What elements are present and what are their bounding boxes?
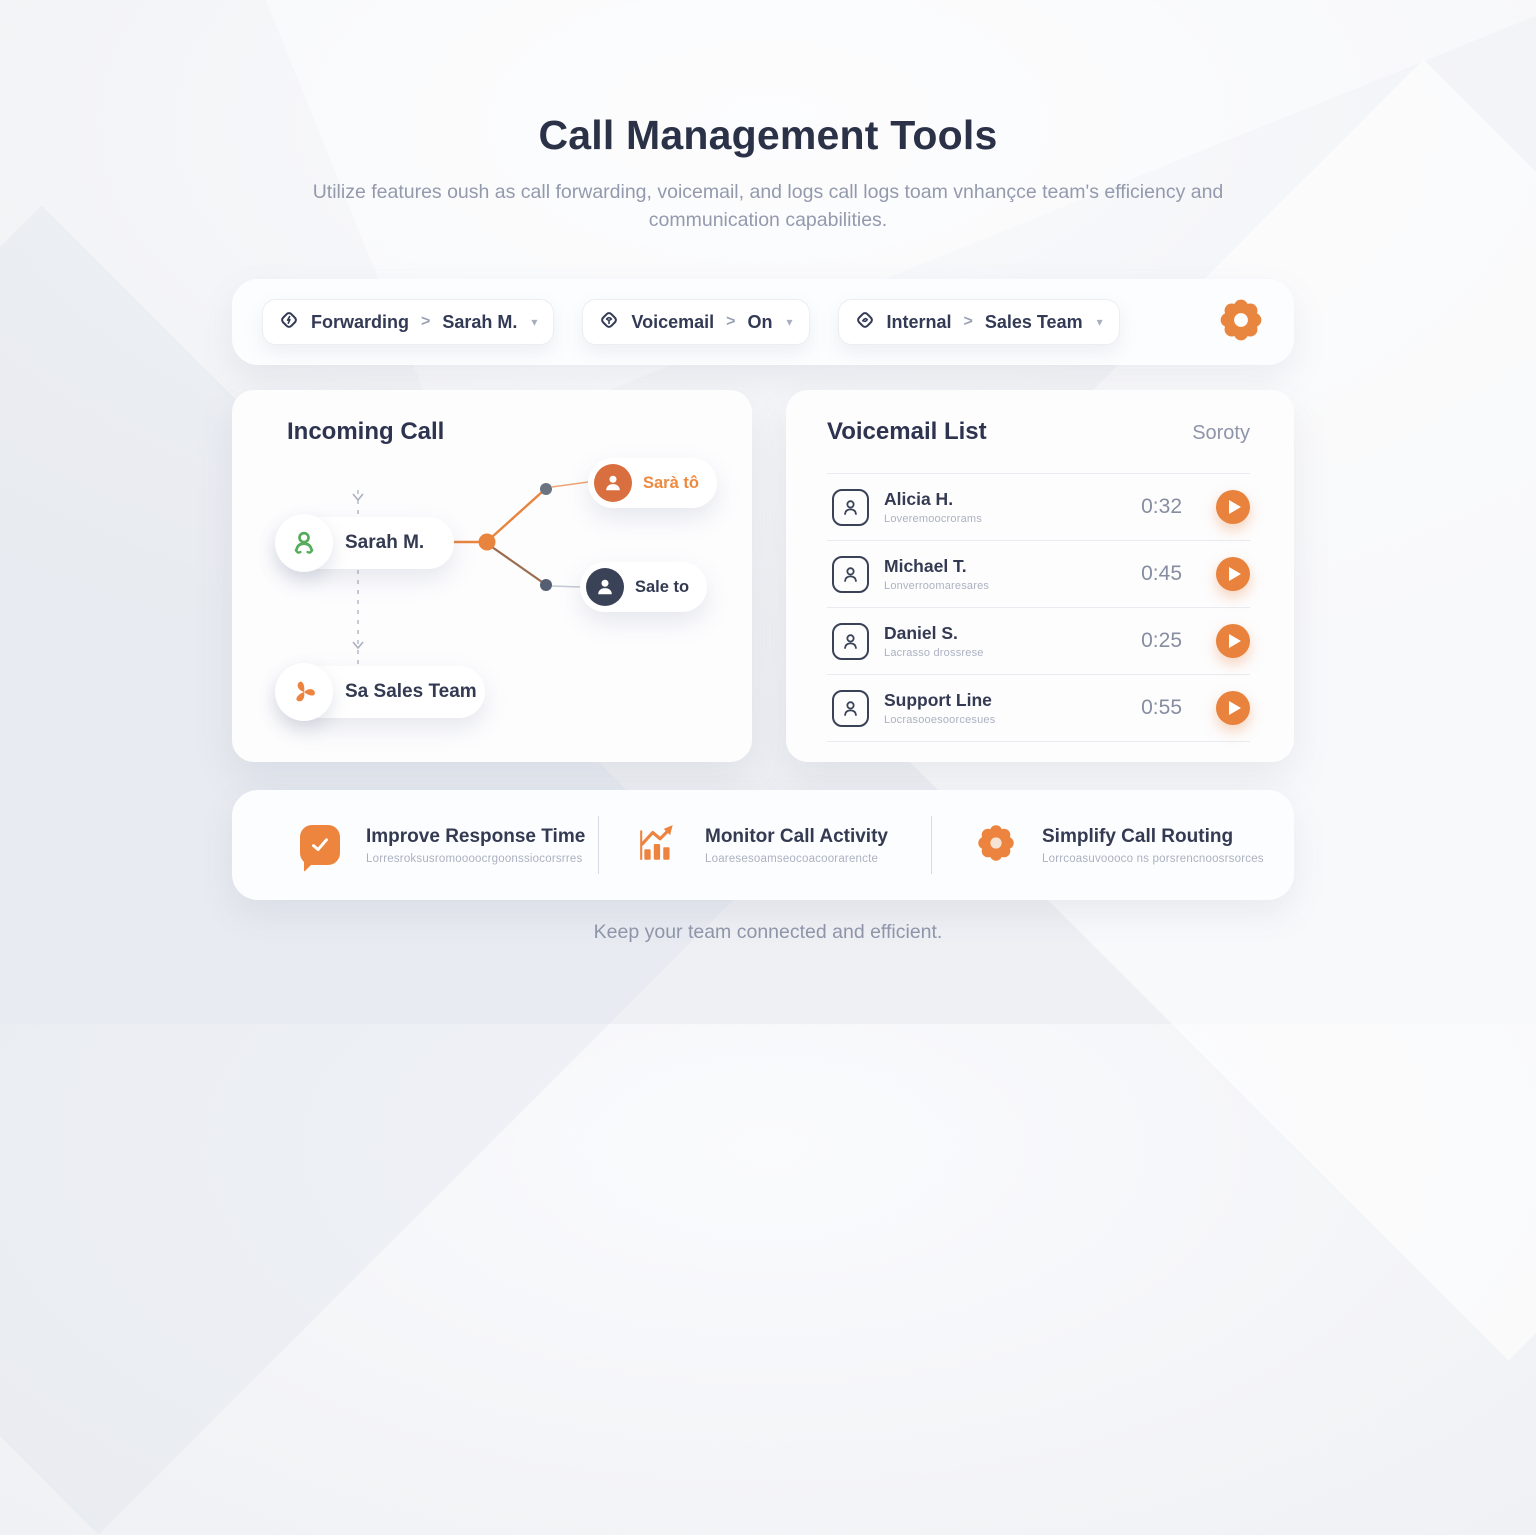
internal-label: Internal xyxy=(886,311,952,332)
breadcrumb-separator: > xyxy=(726,313,736,330)
voicemail-meta: Daniel S. Lacrasso drossrese xyxy=(884,623,1141,659)
divider xyxy=(931,816,932,874)
avatar-person-icon xyxy=(832,622,869,660)
footer-tagline: Keep your team connected and efficient. xyxy=(593,921,943,943)
feature-text: Improve Response Time Lorresroksusromooo… xyxy=(366,826,585,865)
voicemail-duration: 0:45 xyxy=(1141,562,1182,585)
caller-name: Alicia H. xyxy=(884,489,954,509)
page-title: Call Management Tools xyxy=(538,112,998,158)
voicemail-dropdown[interactable]: Voicemail > On ▾ xyxy=(582,299,810,345)
bar-chart-icon xyxy=(637,822,679,869)
internal-value: Sales Team xyxy=(984,311,1083,332)
voicemail-meta: Alicia H. Loveremoocrorams xyxy=(884,489,1141,525)
internal-dropdown[interactable]: Internal > Sales Team ▾ xyxy=(837,299,1120,345)
voicemail-row[interactable]: Daniel S. Lacrasso drossrese 0:25 xyxy=(827,608,1250,675)
incoming-call-card: Incoming Call Sarah M. xyxy=(232,390,752,762)
incoming-call-title: Incoming Call xyxy=(287,418,445,445)
flow-node-caller[interactable]: Sarah M. xyxy=(275,514,454,572)
play-button[interactable] xyxy=(1216,490,1250,524)
voicemail-card: Voicemail List Soroty Alicia H. Loveremo… xyxy=(786,390,1294,762)
flow-node-branch-top[interactable]: Sarà tô xyxy=(588,458,717,508)
chevron-down-icon: ▾ xyxy=(531,315,538,329)
caller-name: Michael T. xyxy=(884,556,967,576)
chevron-down-icon: ▾ xyxy=(786,315,793,329)
voicemail-duration: 0:32 xyxy=(1141,495,1182,518)
voicemail-value: On xyxy=(747,311,773,332)
flow-node-sales-team[interactable]: Sa Sales Team xyxy=(275,663,485,721)
feature-title: Simplify Call Routing xyxy=(1042,825,1234,847)
forwarding-value: Sarah M. xyxy=(442,311,518,332)
settings-button[interactable] xyxy=(1218,299,1264,345)
pinwheel-icon xyxy=(275,663,333,721)
feature-subtitle: Lorresroksusromoooocrgoonssiocorsrres xyxy=(366,852,583,865)
voicemail-icon xyxy=(597,308,621,337)
voicemail-snippet: Loveremoocrorams xyxy=(884,513,982,525)
forwarding-dropdown[interactable]: Forwarding > Sarah M. ▾ xyxy=(262,299,555,345)
voicemail-duration: 0:25 xyxy=(1141,629,1182,652)
voicemail-snippet: Locrasooesoorcesues xyxy=(884,714,996,726)
voicemail-row[interactable]: Michael T. Lonverroomaresares 0:45 xyxy=(827,541,1250,608)
flow-connectors xyxy=(352,481,589,666)
voicemail-label: Voicemail xyxy=(631,311,715,332)
voicemail-list: Alicia H. Loveremoocrorams 0:32 Michael … xyxy=(827,473,1250,742)
internal-call-icon xyxy=(853,308,877,337)
flow-node-label: Sale to xyxy=(635,577,690,596)
flow-node-branch-bottom[interactable]: Sale to xyxy=(580,562,708,612)
feature-subtitle: Loaresesoamseocoacoorarencte xyxy=(705,852,879,865)
toolbar: Forwarding > Sarah M. ▾ Voicemail > On ▾ xyxy=(232,279,1294,365)
forwarding-label: Forwarding xyxy=(311,311,409,332)
voicemail-row[interactable]: Support Line Locrasooesoorcesues 0:55 xyxy=(827,675,1250,742)
feature-improve-response: Improve Response Time Lorresroksusromooo… xyxy=(232,825,598,872)
feature-title: Monitor Call Activity xyxy=(705,825,888,847)
feature-text: Simplify Call Routing Lorrcoasuvoooco ns… xyxy=(1042,826,1264,865)
voicemail-meta: Michael T. Lonverroomaresares xyxy=(884,556,1141,592)
breadcrumb-separator: > xyxy=(421,313,431,330)
caller-name: Support Line xyxy=(884,690,992,710)
avatar-person-icon xyxy=(832,689,869,727)
voicemail-row[interactable]: Alicia H. Loveremoocrorams 0:32 xyxy=(827,474,1250,541)
divider xyxy=(598,816,599,874)
play-button[interactable] xyxy=(1216,691,1250,725)
call-forward-icon xyxy=(277,308,301,337)
caller-icon xyxy=(275,514,333,572)
person-icon xyxy=(594,464,632,502)
chat-check-icon xyxy=(300,825,340,872)
avatar-person-icon xyxy=(832,488,869,526)
voicemail-snippet: Lonverroomaresares xyxy=(884,580,990,592)
avatar-person-icon xyxy=(832,555,869,593)
sort-by-control[interactable]: Soroty xyxy=(1192,422,1250,444)
play-button[interactable] xyxy=(1216,557,1250,591)
voicemail-snippet: Lacrasso drossrese xyxy=(884,647,984,659)
voicemail-title: Voicemail List xyxy=(827,418,987,445)
person-icon xyxy=(586,568,624,606)
flow-node-label: Sarà tô xyxy=(643,473,699,492)
feature-monitor-activity: Monitor Call Activity Loaresesoamseocoac… xyxy=(599,822,931,869)
flow-node-label: Sarah M. xyxy=(345,532,425,553)
feature-text: Monitor Call Activity Loaresesoamseocoac… xyxy=(705,826,888,865)
feature-bar: Improve Response Time Lorresroksusromooo… xyxy=(232,790,1294,900)
chevron-down-icon: ▾ xyxy=(1096,315,1103,329)
call-management-page: Call Management Tools Utilize features o… xyxy=(0,112,1294,1535)
page-subtitle: Utilize features oush as call forwarding… xyxy=(312,181,1224,232)
gear-icon xyxy=(1218,297,1264,348)
voicemail-meta: Support Line Locrasooesoorcesues xyxy=(884,690,1141,726)
flow-node-label: Sa Sales Team xyxy=(345,681,477,702)
voicemail-duration: 0:55 xyxy=(1141,696,1182,719)
feature-subtitle: Lorrcoasuvoooco ns porsrencnoosrsorces xyxy=(1042,852,1264,865)
play-button[interactable] xyxy=(1216,624,1250,658)
feature-simplify-routing: Simplify Call Routing Lorrcoasuvoooco ns… xyxy=(932,823,1264,868)
caller-name: Daniel S. xyxy=(884,623,958,643)
breadcrumb-separator: > xyxy=(963,313,973,330)
gear-icon xyxy=(976,823,1016,868)
feature-title: Improve Response Time xyxy=(366,825,586,847)
